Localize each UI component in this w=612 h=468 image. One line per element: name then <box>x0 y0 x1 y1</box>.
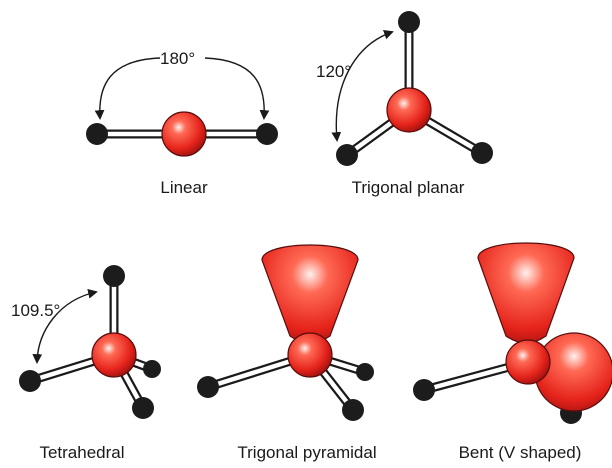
molecule-label-trigonal-pyramidal: Trigonal pyramidal <box>237 443 376 462</box>
outer-atom <box>342 399 364 421</box>
outer-atom <box>256 123 278 145</box>
outer-atom <box>197 376 219 398</box>
linear-molecule: 180° Linear <box>86 49 278 197</box>
central-atom <box>505 339 551 385</box>
molecule-label-linear: Linear <box>160 178 208 197</box>
outer-atom <box>86 123 108 145</box>
molecule-label-trigonal-planar: Trigonal planar <box>352 178 465 197</box>
outer-atom <box>19 370 41 392</box>
angle-arc-180 <box>94 57 161 120</box>
outer-atom <box>398 11 420 33</box>
angle-label-180: 180° <box>160 49 195 68</box>
angle-label-109: 109.5° <box>11 301 60 320</box>
lone-pair-lobe <box>261 244 359 344</box>
trigonal-planar-molecule: 120° Trigonal planar <box>316 11 493 197</box>
molecule-label-tetrahedral: Tetrahedral <box>39 443 124 462</box>
bent-molecule: Bent (V shaped) <box>413 242 612 462</box>
outer-atom <box>103 265 125 287</box>
outer-atom <box>356 363 374 381</box>
outer-atom <box>143 360 161 378</box>
angle-arc-120 <box>331 29 394 142</box>
molecule-label-bent: Bent (V shaped) <box>459 443 582 462</box>
outer-atom <box>336 144 358 166</box>
outer-atom <box>132 397 154 419</box>
trigonal-pyramidal-molecule: Trigonal pyramidal <box>197 244 377 462</box>
lone-pair-lobe <box>477 242 575 344</box>
outer-atom <box>471 142 493 164</box>
angle-label-120: 120° <box>316 62 351 81</box>
central-atom <box>161 111 207 157</box>
central-atom <box>287 332 333 378</box>
angle-arc-109 <box>32 288 98 364</box>
tetrahedral-molecule: 109.5° Tetrahedral <box>11 265 161 462</box>
outer-atom <box>413 379 435 401</box>
central-atom <box>91 332 137 378</box>
central-atom <box>386 87 432 133</box>
